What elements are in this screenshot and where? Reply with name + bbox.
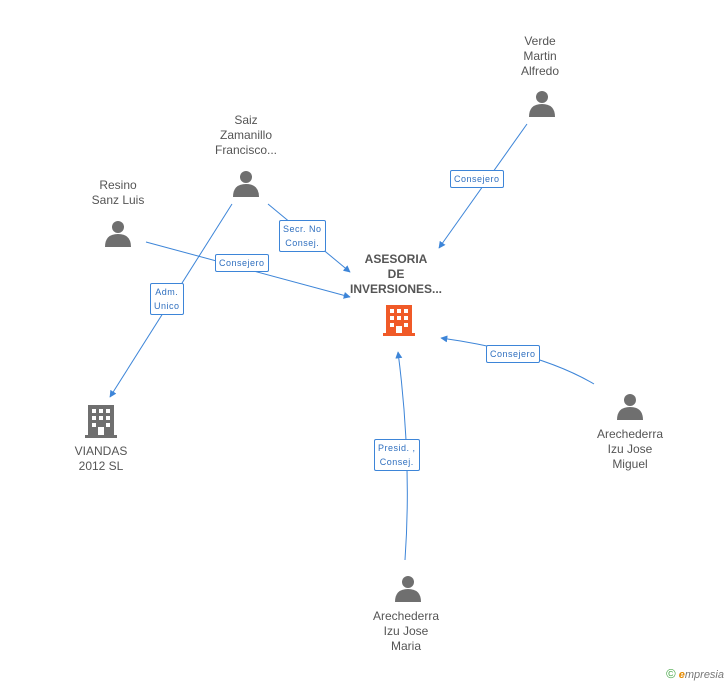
edge-label-miguel-consejero: Consejero [486,345,540,363]
edge-label-resino-consejero: Consejero [215,254,269,272]
node-label-arechederra-maria[interactable]: Arechederra Izu Jose Maria [372,609,440,653]
node-label-arechederra-miguel[interactable]: Arechederra Izu Jose Miguel [596,427,664,471]
node-label-asesoria[interactable]: ASESORIA DE INVERSIONES... [349,252,443,296]
building-icon-viandas [85,405,117,438]
node-label-verde[interactable]: Verde Martin Alfredo [520,34,560,78]
person-icon-arechederra-miguel [617,394,643,420]
person-icon-verde [529,91,555,117]
node-label-saiz[interactable]: Saiz Zamanillo Francisco... [214,113,277,157]
edge-label-saiz-secr: Secr. No Consej. [279,220,326,252]
person-icon-saiz [233,171,259,197]
copyright-icon: © [666,666,676,681]
node-label-resino[interactable]: Resino Sanz Luis [91,178,145,207]
person-icon-arechederra-maria [395,576,421,602]
empresia-logo: empresia [678,669,724,681]
edge-label-saiz-adm: Adm. Unico [150,283,184,315]
empresia-footer[interactable]: ©empresia [666,666,724,681]
node-label-viandas[interactable]: VIANDAS 2012 SL [74,444,128,473]
edge-label-maria-presid: Presid. , Consej. [374,439,420,471]
edge-label-verde-consejero: Consejero [450,170,504,188]
building-icon-asesoria [383,305,415,336]
person-icon-resino [105,221,131,247]
